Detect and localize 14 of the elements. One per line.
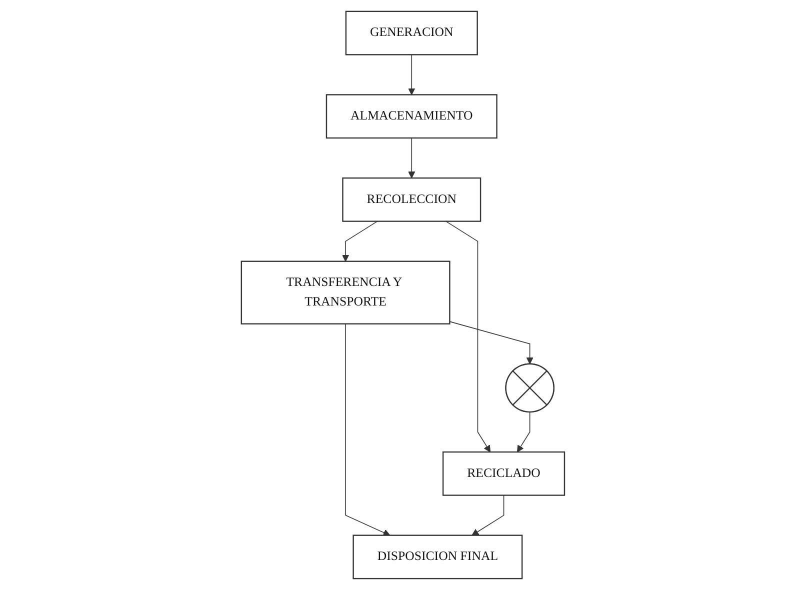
node-box: GENERACION — [345, 10, 478, 55]
arrow — [345, 322, 390, 536]
arrow — [449, 320, 534, 364]
node-box: DISPOSICION FINAL — [352, 534, 523, 579]
node-box: TRANSFERENCIA Y TRANSPORTE — [240, 260, 450, 324]
arrow — [342, 220, 378, 262]
arrow — [408, 137, 416, 178]
arrow — [446, 220, 491, 452]
node-box: RECICLADO — [442, 450, 566, 496]
arrow — [472, 494, 504, 536]
arrow — [517, 411, 530, 452]
node-box: ALMACENAMIENTO — [326, 94, 498, 138]
node-box: RECOLECCION — [342, 176, 482, 222]
arrow — [408, 54, 416, 95]
